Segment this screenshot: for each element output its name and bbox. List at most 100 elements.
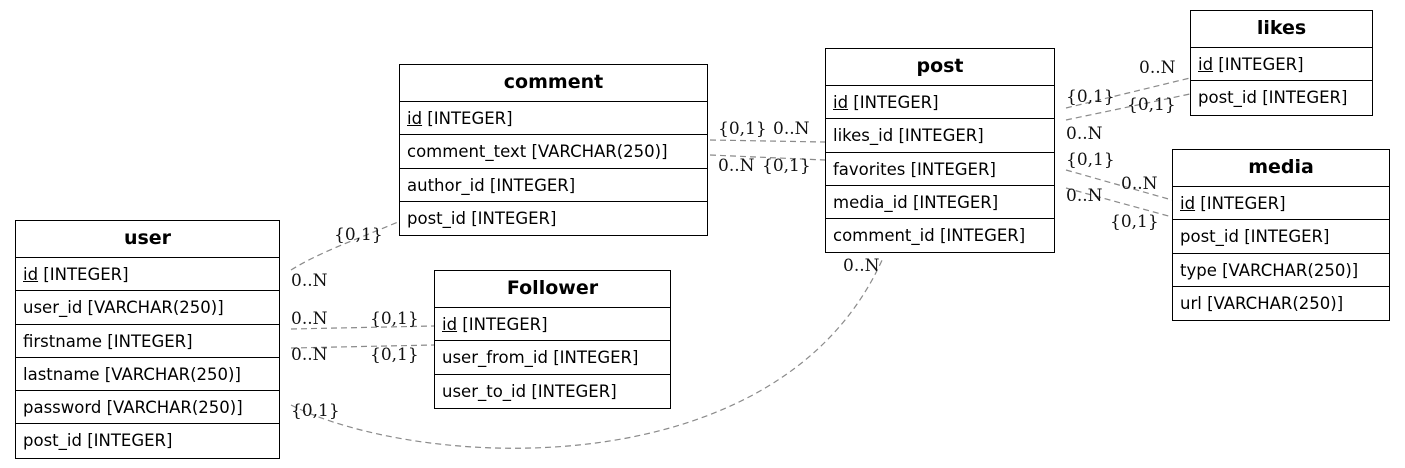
field-row[interactable]: post_id [INTEGER] [400,202,707,235]
field-row[interactable]: type [VARCHAR(250)] [1173,254,1389,287]
field-row[interactable]: url [VARCHAR(250)] [1173,287,1389,320]
primary-key-name: id [833,93,849,112]
label-post-likes2-one: {0,1} [1127,95,1176,115]
field-list: id [INTEGER]post_id [INTEGER] [1191,48,1372,115]
field-row[interactable]: id [INTEGER] [435,308,670,342]
field-row[interactable]: id [INTEGER] [1191,48,1372,82]
edge-post-likes-2 [1065,93,1191,121]
field-row[interactable]: user_id [VARCHAR(250)] [16,291,279,325]
entity-title: media [1173,150,1389,187]
primary-key-name: id [442,315,458,334]
field-row[interactable]: user_from_id [INTEGER] [435,341,670,375]
field-name: user_id [23,298,83,318]
field-row[interactable]: post_id [INTEGER] [16,424,279,457]
field-row[interactable]: likes_id [INTEGER] [826,119,1054,153]
edge-user-follower-2 [290,344,435,349]
field-type: [INTEGER] [1238,227,1330,247]
field-name: user_to_id [442,381,527,401]
field-type: [INTEGER] [457,315,548,334]
label-comment-post2-one: {0,1} [762,156,811,176]
label-post-media2-one: {0,1} [1110,212,1159,232]
field-type: [VARCHAR(250)] [1201,293,1344,313]
field-name: user_from_id [442,348,548,368]
field-row[interactable]: user_to_id [INTEGER] [435,375,670,408]
edge-user-comment [290,221,399,271]
field-name: password [23,398,102,418]
field-name: firstname [23,331,103,351]
edge-post-media-2 [1065,187,1173,218]
field-type: [INTEGER] [907,192,999,212]
field-type: [INTEGER] [547,348,639,368]
field-row[interactable]: post_id [INTEGER] [1173,220,1389,254]
label-post-media2-many: 0..N [1066,186,1103,206]
field-name: post_id [1198,88,1257,108]
field-name: author_id [407,175,485,195]
field-list: id [INTEGER]user_id [VARCHAR(250)]firstn… [16,258,279,458]
label-user-follower2-many: 0..N [291,345,328,365]
primary-key-name: id [23,265,39,284]
field-list: id [INTEGER]likes_id [INTEGER]favorites … [826,86,1054,252]
label-post-likes1-many: 0..N [1139,58,1176,78]
field-list: id [INTEGER]comment_text [VARCHAR(250)]a… [400,102,707,235]
field-name: likes_id [833,126,894,146]
field-type: [INTEGER] [893,126,984,146]
label-user-post-many: 0..N [843,256,880,276]
field-type: [INTEGER] [848,93,939,112]
field-type: [INTEGER] [905,159,996,179]
field-list: id [INTEGER]post_id [INTEGER]type [VARCH… [1173,187,1389,320]
entity-title: likes [1191,11,1372,48]
edge-comment-post-2 [709,154,826,161]
edge-user-follower-1 [290,325,435,330]
label-user-follower1-many: 0..N [291,309,328,329]
field-type: [INTEGER] [1256,88,1348,108]
field-row[interactable]: password [VARCHAR(250)] [16,391,279,425]
label-post-media1-many: 0..N [1121,174,1158,194]
field-row[interactable]: id [INTEGER] [826,86,1054,120]
label-post-media1-one: {0,1} [1066,150,1115,170]
label-user-post-one: {0,1} [291,401,340,421]
field-name: media_id [833,192,908,212]
label-comment-post2-many: 0..N [718,156,755,176]
edge-post-likes-1 [1065,77,1191,109]
label-post-likes2-many: 0..N [1066,124,1103,144]
entity-title: user [16,221,279,258]
label-comment-post1-many: 0..N [773,119,810,139]
field-type: [INTEGER] [1213,55,1304,74]
field-type: [VARCHAR(250)] [1216,260,1359,280]
primary-key-name: id [1198,55,1214,74]
edge-comment-post-1 [709,139,826,143]
field-row[interactable]: id [INTEGER] [16,258,279,292]
field-name: post_id [407,208,466,228]
field-name: post_id [23,431,82,451]
field-name: comment_text [407,142,527,162]
field-row[interactable]: favorites [INTEGER] [826,153,1054,186]
edge-post-media-1 [1065,169,1173,201]
field-row[interactable]: lastname [VARCHAR(250)] [16,358,279,392]
field-row[interactable]: post_id [INTEGER] [1191,81,1372,114]
field-type: [VARCHAR(250)] [101,398,243,418]
field-row[interactable]: media_id [INTEGER] [826,186,1054,220]
label-user-comment-many: 0..N [291,271,328,291]
field-name: post_id [1180,227,1239,247]
field-type: [INTEGER] [81,431,173,451]
field-type: [INTEGER] [38,265,129,284]
field-row[interactable]: comment_text [VARCHAR(250)] [400,135,707,169]
field-type: [INTEGER] [465,208,557,228]
field-row[interactable]: firstname [INTEGER] [16,325,279,358]
primary-key-name: id [407,109,423,128]
field-name: type [1180,260,1217,280]
field-row[interactable]: id [INTEGER] [1173,187,1389,221]
field-row[interactable]: author_id [INTEGER] [400,169,707,202]
entity-title: comment [400,65,707,102]
label-comment-post1-one: {0,1} [718,119,767,139]
field-row[interactable]: id [INTEGER] [400,102,707,136]
field-row[interactable]: comment_id [INTEGER] [826,219,1054,252]
field-name: lastname [23,364,100,384]
